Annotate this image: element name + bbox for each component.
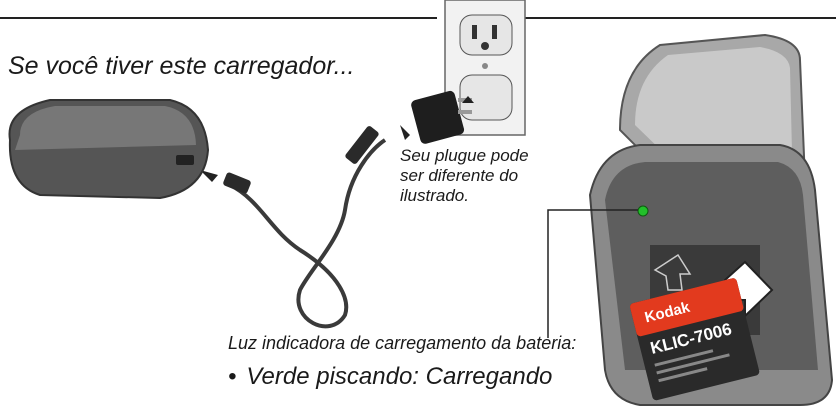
battery: Kodak KLIC-7006 [630, 278, 760, 401]
wall-outlet [444, 0, 526, 136]
usb-plug [345, 126, 379, 164]
plug-note: Seu plugue pode ser diferente do ilustra… [400, 146, 560, 206]
wall-adapter [411, 90, 474, 144]
status-bullet: • Verde piscando: Carregando [228, 363, 552, 391]
header-rule-right [520, 17, 836, 19]
indicator-light [637, 205, 649, 217]
indicator-label: Luz indicadora de carregamento da bateri… [228, 333, 577, 353]
plug-note-line-2: ser diferente do [400, 166, 519, 185]
mini-usb-plug [223, 172, 251, 194]
plug-note-line-1: Seu plugue pode [400, 146, 529, 165]
bullet-text: Verde piscando: Carregando [246, 363, 553, 390]
plug-note-line-3: ilustrado. [400, 186, 469, 205]
usb-arrow [400, 125, 410, 140]
charger-base [8, 99, 210, 200]
indicator-leader-line [547, 209, 638, 338]
section-title: Se você tiver este carregador... [8, 52, 355, 80]
usb-cable [229, 138, 387, 329]
bullet-marker: • [228, 363, 237, 390]
mini-usb-arrow [200, 170, 218, 182]
header-rule-left [0, 17, 437, 19]
